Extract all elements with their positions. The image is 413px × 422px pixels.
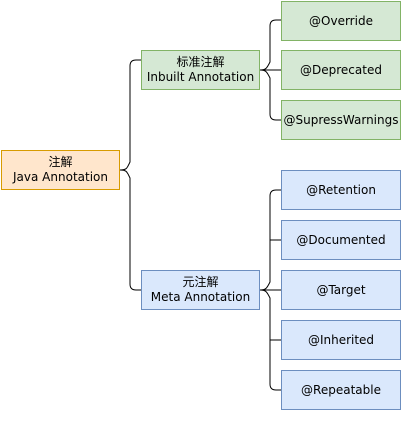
inbuilt-title-en: Inbuilt Annotation <box>146 70 255 84</box>
inbuilt-annotation-node: 标准注解 Inbuilt Annotation <box>141 50 260 90</box>
meta-title-cn: 元注解 <box>182 275 219 289</box>
connector-inbuilt-override <box>259 19 281 71</box>
connector-inbuilt-supresswarnings <box>259 69 281 121</box>
root-title-en: Java Annotation <box>13 170 108 184</box>
leaf-label: @Override <box>309 13 373 28</box>
leaf-supresswarnings: @SupressWarnings <box>281 100 401 140</box>
connector-root-meta <box>119 169 141 291</box>
connector-root-inbuilt <box>119 59 141 171</box>
leaf-label: @SupressWarnings <box>283 112 399 127</box>
leaf-target: @Target <box>281 270 401 310</box>
leaf-label: @Retention <box>306 182 376 197</box>
inbuilt-title-cn: 标准注解 <box>176 55 225 69</box>
meta-annotation-node: 元注解 Meta Annotation <box>141 270 260 310</box>
leaf-documented: @Documented <box>281 220 401 260</box>
meta-title-en: Meta Annotation <box>150 290 251 304</box>
leaf-retention: @Retention <box>281 170 401 210</box>
connector-meta-retention <box>259 189 281 291</box>
leaf-label: @Repeatable <box>301 382 381 397</box>
leaf-label: @Deprecated <box>300 62 382 77</box>
leaf-override: @Override <box>281 1 401 41</box>
leaf-label: @Target <box>316 282 366 297</box>
leaf-label: @Documented <box>296 232 386 247</box>
java-annotation-root-node: 注解 Java Annotation <box>1 150 120 190</box>
connector-meta-repeatable <box>259 289 281 391</box>
root-title-cn: 注解 <box>48 155 73 169</box>
leaf-label: @Inherited <box>307 332 375 347</box>
leaf-inherited: @Inherited <box>281 320 401 360</box>
leaf-repeatable: @Repeatable <box>281 370 401 410</box>
leaf-deprecated: @Deprecated <box>281 50 401 90</box>
